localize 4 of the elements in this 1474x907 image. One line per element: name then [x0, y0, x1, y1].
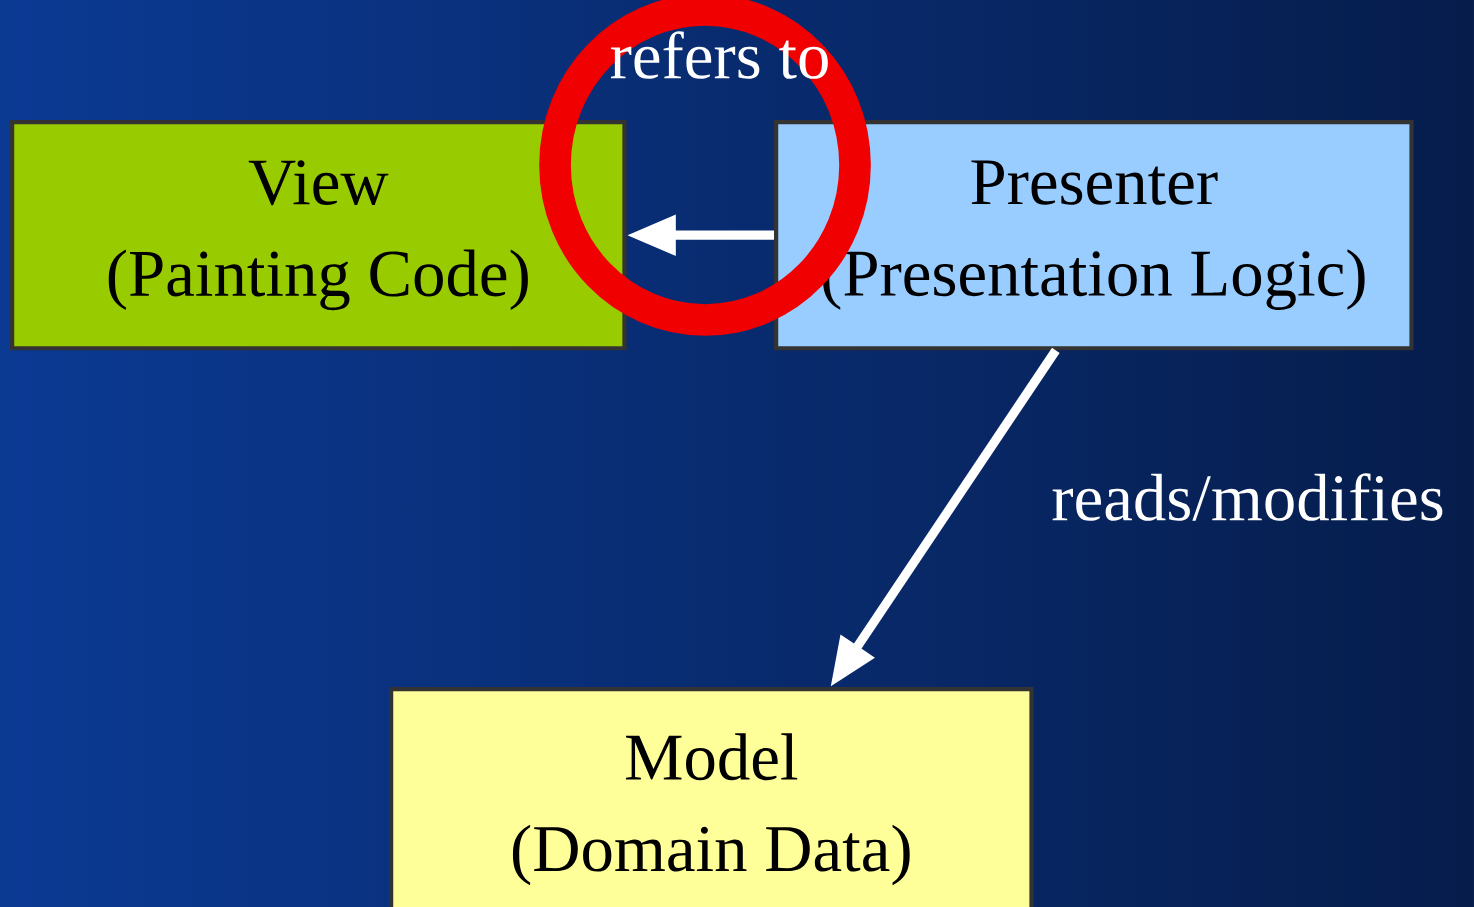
process-box: Presenter (Presentation Logic)	[774, 120, 1414, 351]
process-box: Model (Domain Data)	[389, 687, 1034, 907]
process-box: View (Painting Code)	[10, 120, 627, 351]
edge-label: reads/modifies	[1052, 473, 1443, 521]
